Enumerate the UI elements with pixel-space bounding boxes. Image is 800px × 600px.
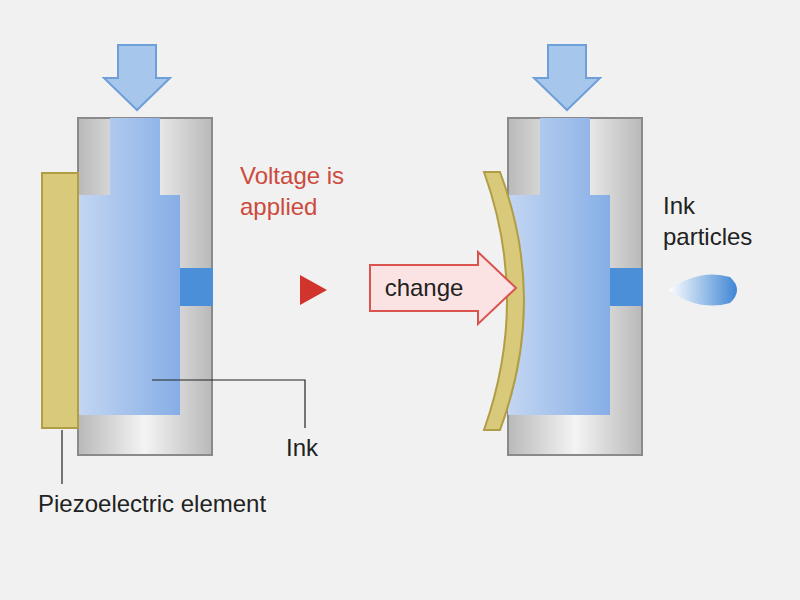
node-text: change	[385, 272, 464, 303]
part-label: Voltage is applied	[240, 160, 380, 222]
piezo-plate	[42, 173, 78, 428]
pressure-arrow	[534, 45, 600, 110]
nozzle-outlet	[180, 268, 213, 306]
change-arrow	[370, 252, 516, 324]
ink-droplet	[668, 274, 737, 305]
part-label: Ink	[286, 432, 366, 463]
ink-chamber	[78, 118, 180, 415]
nozzle-before	[42, 45, 213, 455]
part-label: Piezoelectric element	[38, 488, 358, 519]
arrow-label-box: change	[370, 265, 478, 311]
nozzle-body	[508, 118, 642, 455]
part-label: Ink particles	[663, 190, 778, 252]
leader-line	[61, 430, 62, 484]
pressure-arrow	[104, 45, 170, 110]
leader-line	[152, 380, 305, 428]
nozzle-body	[78, 118, 212, 455]
nozzle-outlet	[610, 268, 643, 306]
step-triangle	[300, 275, 327, 305]
